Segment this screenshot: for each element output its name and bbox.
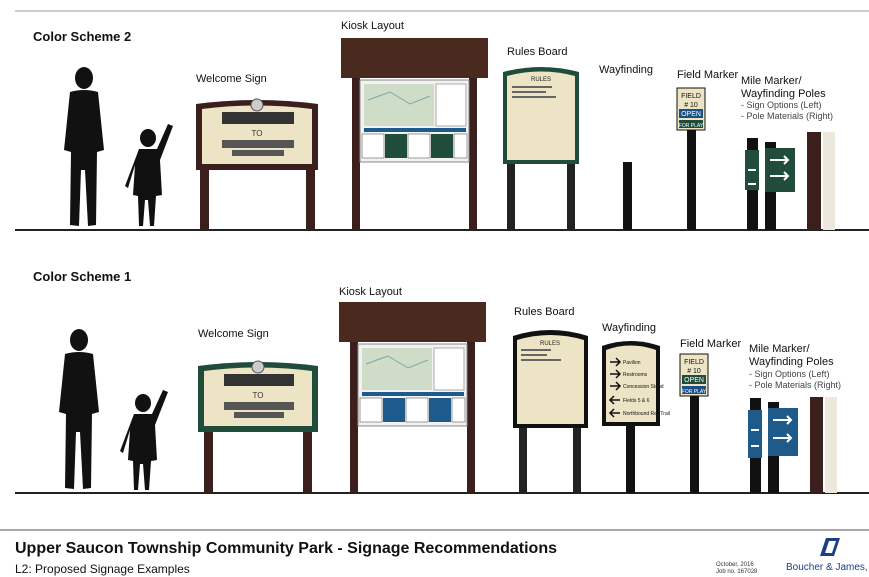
field-text-4: FOR PLAY bbox=[679, 123, 704, 129]
rules-board-scheme-1: RULES bbox=[513, 330, 588, 493]
field-marker-scheme-2: FIELD # 10 OPEN FOR PLAY bbox=[676, 87, 706, 230]
field-text-3: OPEN bbox=[681, 111, 701, 118]
rules-header-text: RULES bbox=[531, 77, 551, 83]
welcome-sign-scheme-1: TO bbox=[198, 360, 318, 493]
kiosk-scheme-1 bbox=[339, 302, 486, 493]
wayfinding-item-4: Northbound Rail Trail bbox=[623, 411, 670, 417]
field-marker-scheme-1: FIELD # 10 OPEN FOR PLAY bbox=[679, 353, 709, 493]
sheet-date: October, 2016 bbox=[716, 562, 754, 568]
job-number: Job no. 167028 bbox=[716, 569, 758, 575]
kiosk-scheme-2 bbox=[341, 38, 488, 230]
pole-materials-note: - Pole Materials (Right) bbox=[741, 111, 834, 121]
pole-materials-note: - Pole Materials (Right) bbox=[749, 380, 842, 390]
field-text-2: # 10 bbox=[684, 102, 698, 109]
field-text-1: FIELD bbox=[681, 93, 701, 100]
field-marker-label: Field Marker bbox=[677, 69, 739, 81]
wayfinding-poles-label: Wayfinding Poles bbox=[741, 88, 826, 100]
field-marker-label: Field Marker bbox=[680, 338, 742, 350]
field-text-2: # 10 bbox=[687, 368, 701, 375]
wayfinding-label: Wayfinding bbox=[602, 322, 657, 334]
wayfinding-item-2: Concession Stand bbox=[623, 384, 664, 390]
scheme-1-title: Color Scheme 1 bbox=[33, 269, 132, 284]
wayfinding-item-3: Fields 5 & 6 bbox=[623, 398, 650, 404]
rules-board-label: Rules Board bbox=[514, 306, 575, 318]
mile-marker-label: Mile Marker/ bbox=[741, 75, 802, 87]
company-name: Boucher & James, In bbox=[786, 562, 869, 573]
adult-silhouette-icon bbox=[59, 329, 99, 489]
rules-header-text: RULES bbox=[540, 341, 560, 347]
welcome-sign-label: Welcome Sign bbox=[198, 328, 269, 340]
mile-marker-label: Mile Marker/ bbox=[749, 343, 810, 355]
field-text-4: FOR PLAY bbox=[682, 389, 707, 395]
kiosk-layout-label: Kiosk Layout bbox=[339, 286, 402, 298]
welcome-sign-label: Welcome Sign bbox=[196, 73, 267, 85]
welcome-to-text: TO bbox=[252, 129, 263, 138]
welcome-sign-scheme-2: TO bbox=[196, 98, 318, 230]
wayfinding-pole-scheme-2 bbox=[623, 162, 632, 230]
sheet-title: Upper Saucon Township Community Park - S… bbox=[15, 540, 557, 557]
child-silhouette-icon bbox=[120, 390, 168, 490]
wayfinding-item-0: Pavilion bbox=[623, 360, 641, 366]
mile-marker-scheme-1 bbox=[748, 397, 837, 493]
sheet-subtitle: L2: Proposed Signage Examples bbox=[15, 562, 190, 576]
sign-options-note: - Sign Options (Left) bbox=[741, 100, 822, 110]
field-text-1: FIELD bbox=[684, 359, 704, 366]
rules-board-scheme-2: RULES bbox=[503, 67, 579, 230]
adult-silhouette-icon bbox=[64, 67, 104, 226]
kiosk-layout-label: Kiosk Layout bbox=[341, 20, 404, 32]
boucher-james-logo-icon bbox=[820, 538, 840, 556]
sign-options-note: - Sign Options (Left) bbox=[749, 369, 830, 379]
wayfinding-label: Wayfinding bbox=[599, 64, 654, 76]
wayfinding-sign-scheme-1: Pavilion Restrooms Concession Stand Fiel… bbox=[602, 341, 670, 493]
wayfinding-item-1: Restrooms bbox=[623, 372, 648, 378]
welcome-to-text: TO bbox=[253, 391, 264, 400]
scheme-2-title: Color Scheme 2 bbox=[33, 29, 132, 44]
rules-board-label: Rules Board bbox=[507, 46, 568, 58]
child-silhouette-icon bbox=[125, 124, 173, 226]
field-text-3: OPEN bbox=[684, 377, 704, 384]
wayfinding-poles-label: Wayfinding Poles bbox=[749, 356, 834, 368]
mile-marker-scheme-2 bbox=[745, 132, 835, 230]
